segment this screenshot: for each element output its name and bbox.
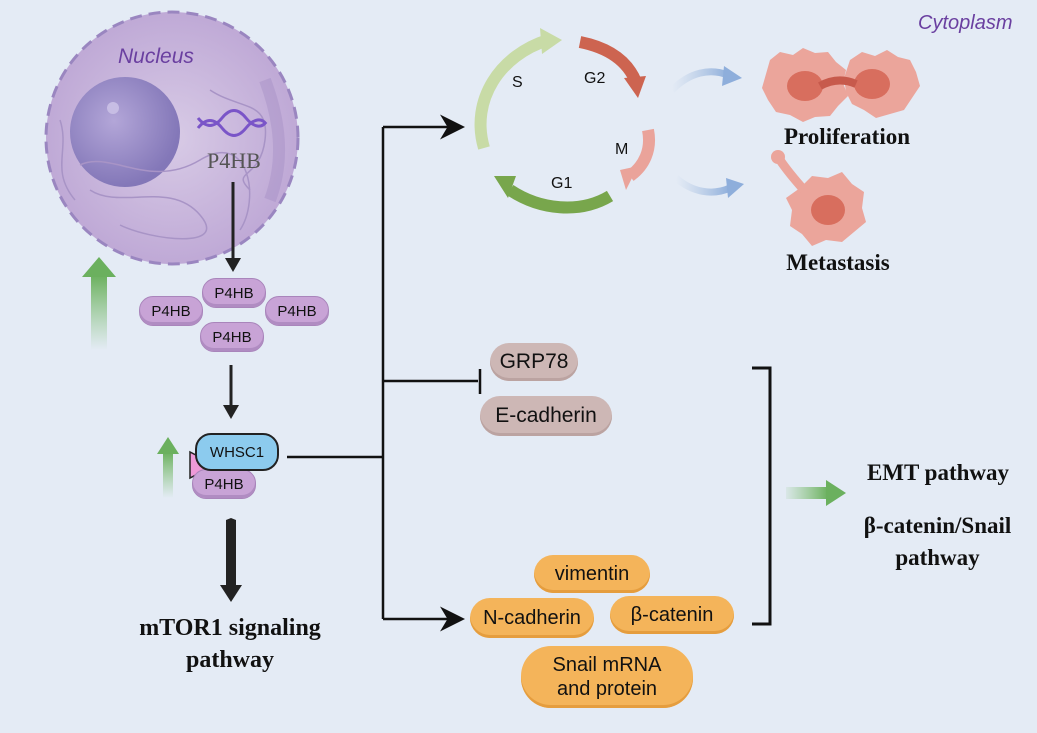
upregulation-arrow-small [157,437,179,498]
grp78-pill: GRP78 [490,343,578,381]
snail-line1: Snail mRNA [552,654,662,676]
nuclear-p4hb-label: P4HB [207,148,261,173]
to-proliferation-arrow [669,66,742,93]
to-emt-arrow [786,480,846,506]
cluster-to-complex-arrow [223,365,239,419]
phase-m-label: M [615,141,629,158]
nucleus-label: Nucleus [118,45,194,68]
p4hb-pill: P4HB [139,296,203,326]
whsc1-pill: WHSC1 [195,433,279,471]
p4hb-pill: P4HB [202,278,266,308]
metastasis-label: Metastasis [786,250,890,275]
branch-connector [287,114,482,632]
mtor-label: mTOR1 signaling pathway [110,612,350,676]
mtor-label-line1: mTOR1 signaling [139,615,321,641]
emt-bracket [752,366,772,626]
dna-helix-icon [196,109,268,137]
phase-s-label: S [512,74,523,91]
proliferation-label: Proliferation [783,124,911,149]
cell-cycle-g2-arrow [578,36,646,98]
ecadherin-pill: E-cadherin [480,396,612,436]
to-metastasis-arrow [673,175,744,198]
dividing-cells-icon [762,48,920,122]
nucleus-cell [44,10,300,266]
phase-g2-label: G2 [584,70,606,87]
vimentin-pill: vimentin [534,555,650,593]
metastatic-cell-icon [771,150,866,246]
cytoplasm-label: Cytoplasm [918,12,1013,34]
nucleus-to-cluster-arrow [225,182,241,272]
complex-to-mtor-arrow [220,518,242,602]
p4hb-pill: P4HB [265,296,329,326]
bcatenin-pill: β-catenin [610,596,734,634]
bcatenin-snail-line2: pathway [895,545,980,570]
phase-g1-label: G1 [551,175,573,192]
snail-line2: and protein [556,678,658,700]
bcatenin-snail-label: β-catenin/Snail pathway [840,510,1035,574]
cell-cycle-s-arrow [474,28,562,150]
upregulation-arrow-large [82,257,116,350]
p4hb-pill: P4HB [200,322,264,352]
bcatenin-snail-line1: β-catenin/Snail [863,513,1012,538]
cell-cycle-m-arrow [620,128,655,190]
mtor-label-line2: pathway [185,647,275,673]
ncadherin-pill: N-cadherin [470,598,594,638]
snail-pill: Snail mRNA and protein [521,646,693,708]
complex-p4hb-pill: P4HB [192,469,256,499]
cell-cycle-g1-arrow [494,176,614,214]
emt-pathway-label: EMT pathway [866,460,1010,485]
